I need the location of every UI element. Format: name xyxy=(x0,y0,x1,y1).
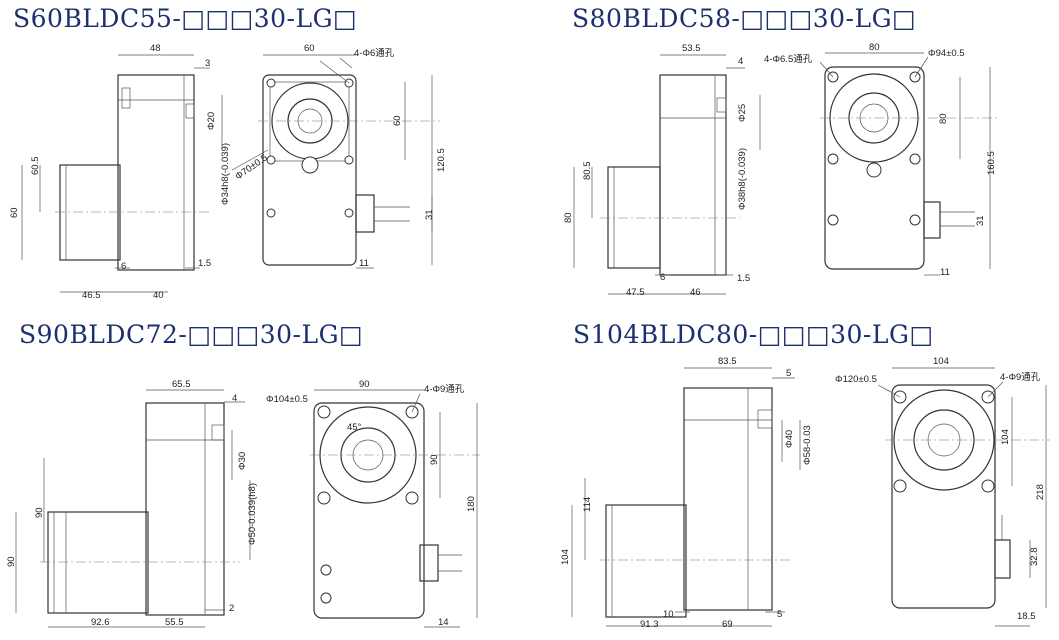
title-s90: S90BLDC72-□□□30-LG□ xyxy=(19,320,364,349)
s80-dim-53-5: 53.5 xyxy=(682,43,701,54)
s60-dim-6: 6 xyxy=(121,261,126,272)
s90-dim-65-5: 65.5 xyxy=(172,379,191,390)
s80-dim-holes: 4-Φ6.5通孔 xyxy=(764,54,813,65)
s104-dim-10: 10 xyxy=(663,609,674,620)
s104-dim-holes: 4-Φ9通孔 xyxy=(1000,372,1041,383)
s104-dim-d120: Φ120±0.5 xyxy=(835,374,877,385)
s104-dim-d40: Φ40 xyxy=(784,430,795,448)
s104-dim-18-5: 18.5 xyxy=(1017,611,1036,622)
s104-dim-104-height: 104 xyxy=(560,549,571,565)
s80-dim-d25: Φ25 xyxy=(737,104,748,122)
s90-dimensions xyxy=(15,389,478,628)
s90-side-view xyxy=(40,402,240,616)
s90-dim-55-5: 55.5 xyxy=(165,617,184,628)
s80-front-view xyxy=(820,66,1000,270)
s80-dim-80-vertical: 80 xyxy=(938,113,949,124)
s104-dim-32-8: 32.8 xyxy=(1029,548,1040,567)
s60-front-view xyxy=(258,74,440,266)
s60-dim-60-width: 60 xyxy=(304,43,315,54)
s60-dim-d20: Φ20 xyxy=(206,112,217,130)
title-s80: S80BLDC58-□□□30-LG□ xyxy=(572,4,917,33)
s60-dim-60-vertical: 60 xyxy=(392,115,403,126)
s60-dim-60-5: 60.5 xyxy=(30,157,41,176)
s80-dim-47-5: 47.5 xyxy=(626,287,645,298)
s90-dim-90-upper: 90 xyxy=(34,507,45,518)
s60-dim-d34: Φ34h8(-0.039) xyxy=(220,143,231,205)
s60-dim-60-height: 60 xyxy=(9,207,20,218)
s90-dim-90-vertical: 90 xyxy=(429,454,440,465)
s60-side-view xyxy=(55,74,210,271)
s90-dim-92-6: 92.6 xyxy=(91,617,110,628)
s60-dim-48: 48 xyxy=(150,43,161,54)
s60-dim-1-5: 1.5 xyxy=(198,258,211,269)
s104-dim-114: 114 xyxy=(582,497,593,512)
s60-dim-40: 40 xyxy=(153,290,164,301)
s60-dim-46-5: 46.5 xyxy=(82,290,101,301)
s60-dim-3: 3 xyxy=(205,58,210,69)
s104-dim-5: 5 xyxy=(786,368,791,379)
s90-dim-2: 2 xyxy=(229,603,234,614)
s60-dim-d70: Φ70±0.5 xyxy=(233,152,269,182)
s104-dim-d58: Φ58-0.03 xyxy=(802,425,813,465)
title-s104: S104BLDC80-□□□30-LG□ xyxy=(573,320,934,349)
s60-dimensions xyxy=(21,54,433,293)
s80-dim-6: 6 xyxy=(660,272,665,283)
s60-dim-11: 11 xyxy=(359,258,369,269)
s104-front-view xyxy=(885,384,1050,609)
s80-dim-31: 31 xyxy=(975,215,986,226)
s80-side-view xyxy=(600,74,740,276)
s104-dim-5b: 5 xyxy=(777,609,782,620)
s60-dim-120-5: 120.5 xyxy=(436,148,447,172)
s80-dim-d94: Φ94±0.5 xyxy=(928,48,965,59)
s80-dim-46: 46 xyxy=(690,287,701,298)
s80-dim-160-5: 160.5 xyxy=(986,151,997,175)
s104-dimensions xyxy=(571,367,1047,627)
s90-front-view xyxy=(310,402,480,619)
s90-dim-90-lower: 90 xyxy=(6,556,17,567)
s80-dim-1-5: 1.5 xyxy=(737,273,750,284)
s80-dim-d38: Φ38h8(-0.039) xyxy=(737,148,748,210)
s104-dim-83-5: 83.5 xyxy=(718,356,737,367)
s104-dim-218: 218 xyxy=(1035,484,1046,500)
s90-dim-d30: Φ30 xyxy=(237,452,248,470)
s80-dim-80-5: 80.5 xyxy=(582,162,593,181)
s90-dim-45: 45° xyxy=(347,422,362,433)
s104-dim-104-vertical: 104 xyxy=(1000,429,1011,445)
s104-side-view xyxy=(600,387,790,618)
s104-dim-91-3: 91.3 xyxy=(640,619,659,630)
s90-dim-4: 4 xyxy=(232,393,237,404)
s90-dim-d104: Φ104±0.5 xyxy=(266,394,308,405)
s90-dim-holes: 4-Φ9通孔 xyxy=(424,384,465,395)
s80-dimensions xyxy=(573,52,991,295)
s90-dim-14: 14 xyxy=(438,617,449,628)
s80-dim-4: 4 xyxy=(738,56,743,67)
s60-dim-31: 31 xyxy=(424,209,435,220)
s80-dim-80-width: 80 xyxy=(869,42,880,53)
s60-dim-holes: 4-Φ6通孔 xyxy=(354,48,395,59)
title-s60: S60BLDC55-□□□30-LG□ xyxy=(13,4,358,33)
s80-dim-11: 11 xyxy=(940,267,950,278)
s104-dim-69: 69 xyxy=(722,619,733,630)
s104-dim-104-width: 104 xyxy=(933,356,949,367)
s90-dim-d50: Φ50-0.039(h8) xyxy=(247,483,258,545)
s90-dim-90-width: 90 xyxy=(359,379,370,390)
s80-dim-80-height: 80 xyxy=(563,212,574,223)
s90-dim-180: 180 xyxy=(466,496,477,512)
